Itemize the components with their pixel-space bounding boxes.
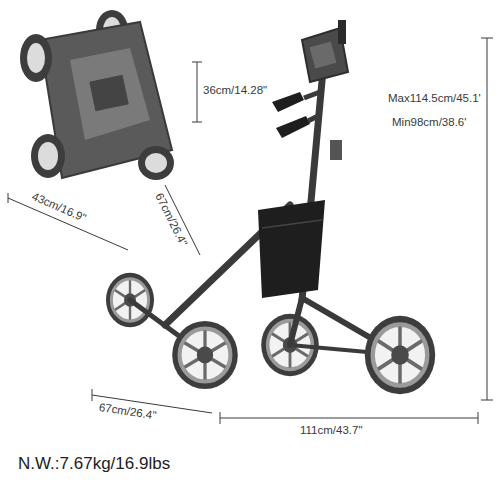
- dimension-tick: [220, 412, 221, 424]
- bag-zip: [262, 220, 322, 228]
- scorecard-holder: [310, 42, 337, 69]
- dimension-line: [197, 62, 198, 122]
- folded-rim: [145, 153, 167, 173]
- dimension-tick: [481, 38, 493, 39]
- grip-mount: [308, 116, 318, 121]
- dimension-line: [220, 418, 478, 419]
- rear-wheel: [365, 316, 435, 394]
- dimension-tick: [92, 389, 93, 401]
- storage-bag: [258, 200, 325, 298]
- dimension-lines: [8, 38, 493, 424]
- folded-console: [70, 48, 150, 140]
- folded-wheel: [20, 34, 52, 82]
- dimension-tick: [8, 193, 9, 203]
- scorecard-holder: [89, 75, 128, 111]
- umbrella-holder: [338, 20, 346, 44]
- folded-wheel: [138, 146, 174, 180]
- grip-mount: [304, 92, 320, 98]
- dimension-tick: [192, 62, 202, 63]
- dimension-label: Max114.5cm/45.1': [388, 92, 481, 105]
- dimension-label: Min98cm/38.6': [392, 116, 466, 129]
- dimension-label: 36cm/14.28": [203, 84, 267, 97]
- dimension-tick: [481, 400, 493, 401]
- dimension-tick: [192, 122, 202, 123]
- folded-wheel: [31, 134, 65, 178]
- folded-rim: [27, 43, 45, 73]
- dimension-line: [487, 38, 488, 400]
- dimension-label: 111cm/43.7": [300, 424, 362, 437]
- rear-leg: [290, 298, 302, 345]
- dimension-label: 67cm/26.4": [98, 401, 157, 422]
- handle-grip: [272, 92, 304, 112]
- dimension-tick: [478, 412, 479, 424]
- folded-cart: [20, 10, 174, 180]
- dimension-label: 67cm/26.4": [152, 191, 189, 248]
- front-wheel: [172, 321, 238, 389]
- folded-rim: [38, 142, 58, 170]
- weight-label: N.W.:7.67kg/16.9lbs: [18, 454, 170, 474]
- drink-holder: [330, 140, 342, 160]
- handle-grip: [276, 116, 310, 138]
- cart-frame: [130, 70, 400, 355]
